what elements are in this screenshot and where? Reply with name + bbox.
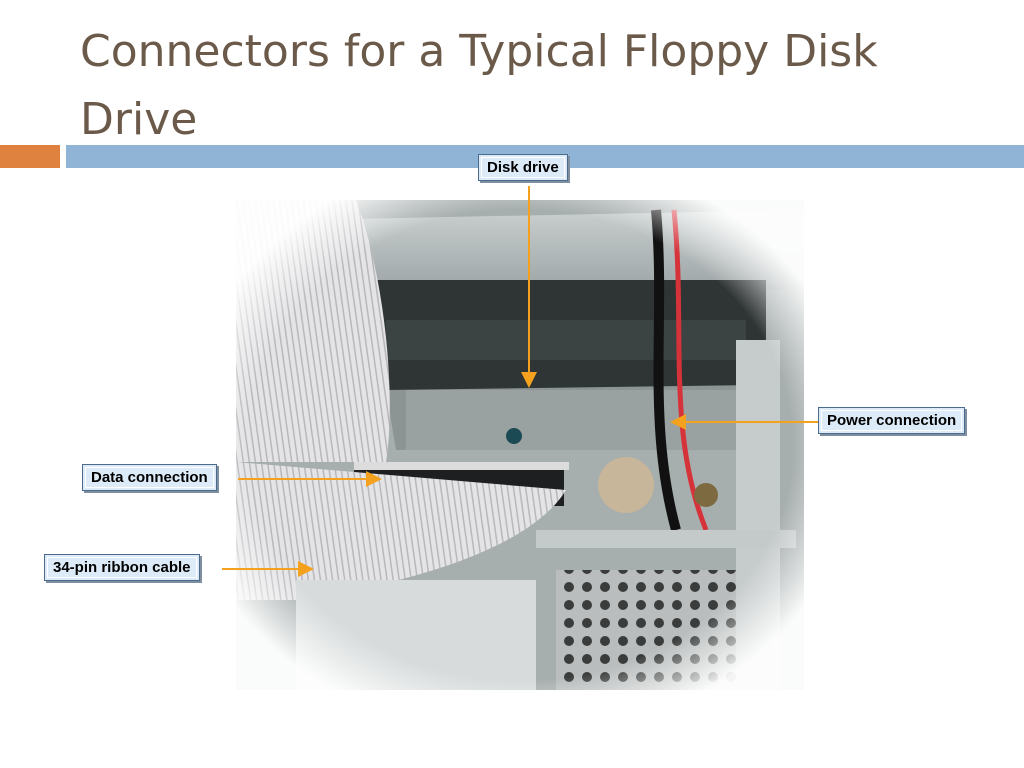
title-accent-bar	[0, 145, 60, 168]
ribbon-cable-callout: 34-pin ribbon cable	[44, 554, 200, 581]
slide-title: Connectors for a Typical Floppy Disk Dri…	[80, 26, 878, 145]
data-connection-callout: Data connection	[82, 464, 217, 491]
power-connection-callout: Power connection	[818, 407, 966, 434]
disk-drive-callout: Disk drive	[478, 154, 568, 181]
floppy-drive-photo	[236, 200, 804, 690]
